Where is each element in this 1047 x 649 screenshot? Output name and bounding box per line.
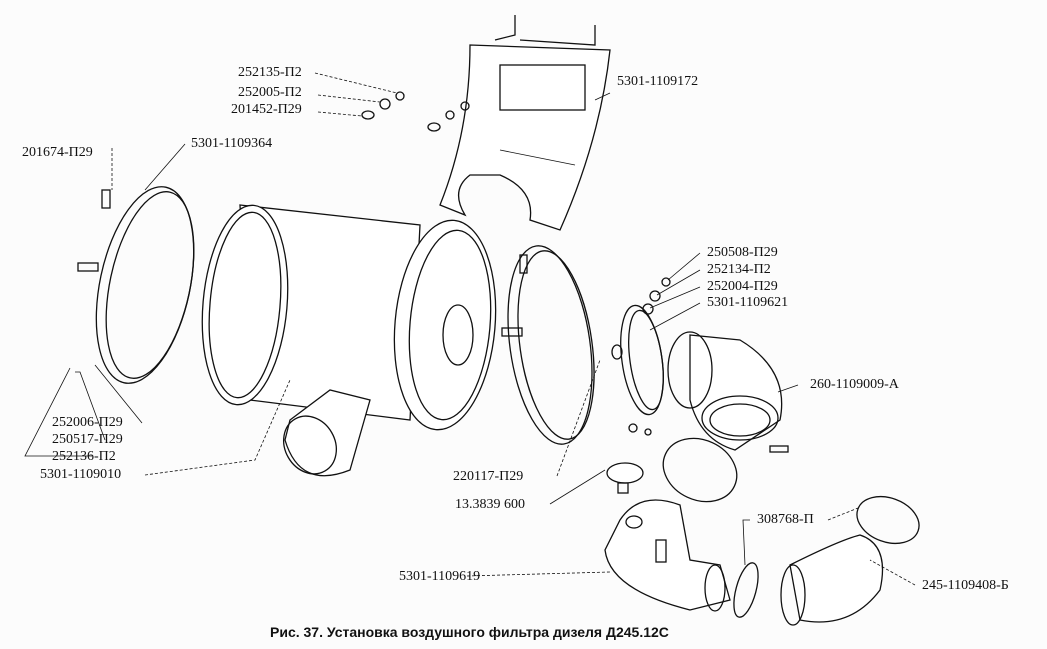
part-label: 245-1109408-Б — [922, 578, 1009, 593]
part-label: 252134-П2 — [707, 262, 771, 277]
part-label: 5301-1109619 — [399, 569, 481, 584]
figure-caption: Рис. 37. Установка воздушного фильтра ди… — [270, 624, 669, 640]
bolts-top — [361, 91, 470, 132]
part-label: 201452-П29 — [231, 102, 302, 117]
clamp-band-right — [501, 245, 595, 445]
part-label: 250508-П29 — [707, 245, 778, 260]
part-label: 252135-П2 — [238, 65, 302, 80]
elbow-hose-upper — [667, 331, 783, 451]
part-label: 5301-1109010 — [40, 467, 122, 482]
part-label: 5301-1109172 — [617, 74, 699, 89]
clamp-band-left — [77, 186, 195, 384]
part-label: 201674-П29 — [22, 145, 93, 160]
mounting-bracket — [439, 15, 611, 231]
restriction-indicator — [606, 462, 644, 494]
elbow-hose-lower — [780, 534, 884, 626]
part-label: 252006-П29 — [52, 415, 123, 430]
hose-clamp-middle — [628, 423, 789, 503]
hose-clamp-upper — [611, 277, 671, 416]
part-label: 252005-П2 — [238, 85, 302, 100]
part-label: 252004-П29 — [707, 279, 778, 294]
hose-clamp-lower — [733, 495, 920, 618]
part-label: 13.3839 600 — [455, 497, 525, 512]
intake-pipe — [604, 499, 731, 612]
part-label: 5301-1109364 — [191, 136, 273, 151]
part-label: 250517-П29 — [52, 432, 123, 447]
part-label: 260-1109009-А — [810, 377, 899, 392]
part-label: 308768-П — [757, 512, 814, 527]
leader-lines — [24, 72, 916, 586]
part-label: 220117-П29 — [453, 469, 524, 484]
part-label: 5301-1109621 — [707, 295, 789, 310]
air-filter-housing — [201, 204, 497, 477]
part-label: 252136-П2 — [52, 449, 116, 464]
